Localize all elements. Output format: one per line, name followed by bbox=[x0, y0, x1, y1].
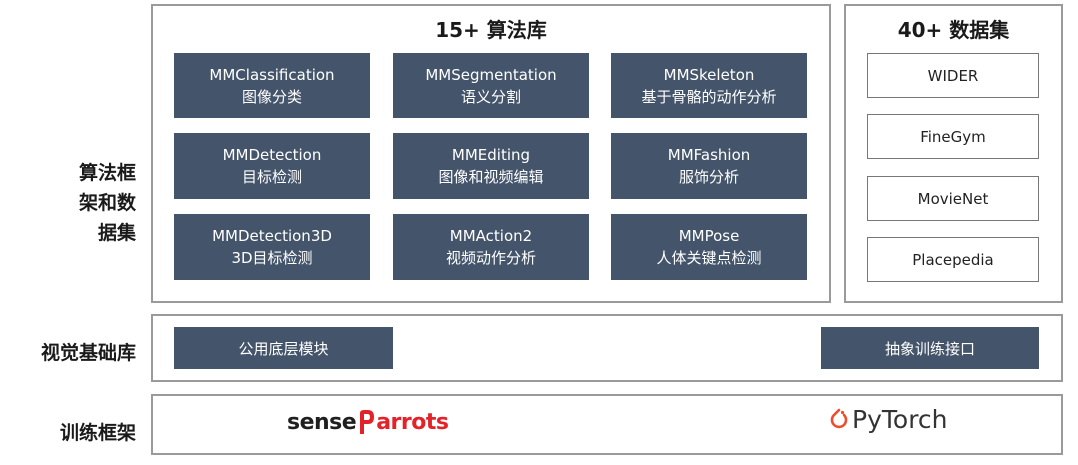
common-base-module-box: 公用底层模块 bbox=[174, 327, 393, 369]
pytorch-logo: PyTorch bbox=[830, 405, 948, 434]
algo-tile-mmdetection3d: MMDetection3D 3D目标检测 bbox=[174, 214, 370, 280]
dataset-finegym: FineGym bbox=[867, 114, 1039, 159]
algo-tile-mmskeleton: MMSkeleton 基于骨骼的动作分析 bbox=[611, 53, 807, 118]
datasets-title: 40+ 数据集 bbox=[897, 18, 1010, 42]
row-label-training-framework: 训练框架 bbox=[59, 422, 136, 444]
algorithm-library-title: 15+ 算法库 bbox=[435, 18, 547, 42]
pytorch-flame-icon bbox=[830, 408, 848, 428]
sense-parrots-logo: sense arrots bbox=[287, 410, 449, 435]
algo-tile-mmdetection: MMDetection 目标检测 bbox=[174, 133, 370, 199]
algo-tile-mmediting: MMEditing 图像和视频编辑 bbox=[393, 133, 589, 199]
algo-tile-mmfashion: MMFashion 服饰分析 bbox=[611, 133, 807, 199]
dataset-movienet: MovieNet bbox=[867, 176, 1039, 221]
row-label-frameworks-datasets: 算法框 架和数 据集 bbox=[78, 162, 136, 244]
parrot-p-icon bbox=[360, 410, 375, 434]
algo-tile-mmaction2: MMAction2 视频动作分析 bbox=[393, 214, 589, 280]
algo-tile-mmclassification: MMClassification 图像分类 bbox=[174, 53, 370, 118]
training-framework-panel bbox=[151, 394, 1063, 455]
algo-tile-mmsegmentation: MMSegmentation 语义分割 bbox=[393, 53, 589, 118]
dataset-placepedia: Placepedia bbox=[867, 237, 1039, 282]
abstract-training-interface-box: 抽象训练接口 bbox=[821, 327, 1039, 369]
algo-tile-mmpose: MMPose 人体关键点检测 bbox=[611, 214, 807, 280]
dataset-wider: WIDER bbox=[867, 53, 1039, 98]
row-label-vision-base: 视觉基础库 bbox=[40, 342, 136, 364]
